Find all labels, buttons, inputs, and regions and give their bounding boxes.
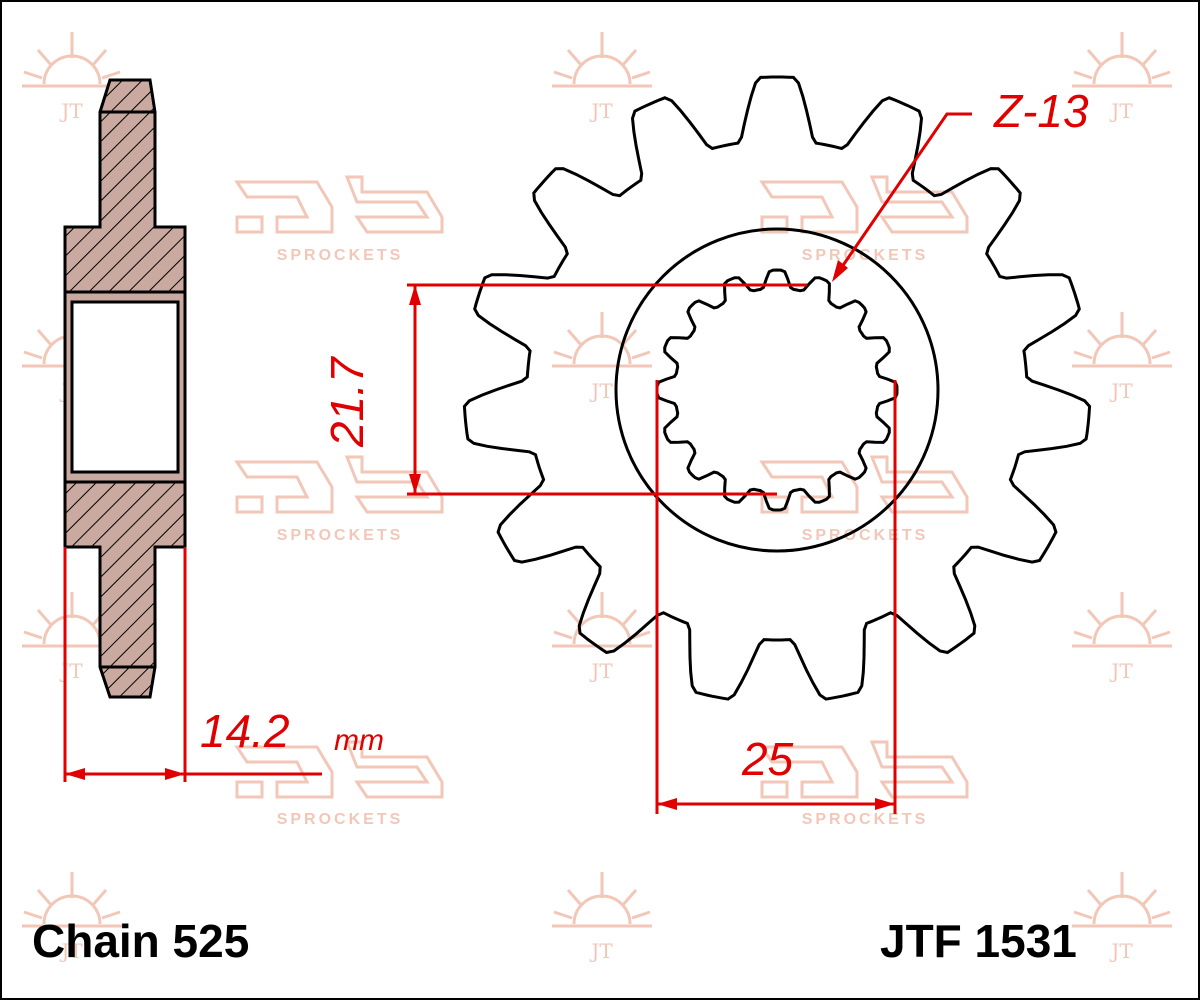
svg-text:SPROCKETS: SPROCKETS (277, 527, 404, 544)
watermark-text: SPROCKETS (277, 247, 404, 264)
spline-width-dimension: 25 (742, 733, 794, 785)
bore-height-dimension: 21.7 (321, 357, 373, 447)
svg-text:SPROCKETS: SPROCKETS (277, 811, 404, 828)
dimensions (63, 112, 972, 814)
svg-text:SPROCKETS: SPROCKETS (802, 527, 929, 544)
tooth-count-label: Z-13 (994, 85, 1089, 137)
chain-size: Chain 525 (32, 915, 250, 967)
side-view (63, 78, 187, 699)
sprocket-outline (462, 75, 1092, 701)
hub-width-unit: mm (334, 724, 384, 757)
hub-width-dimension: 14.2 (200, 705, 290, 757)
svg-text:SPROCKETS: SPROCKETS (802, 811, 929, 828)
part-number: JTF 1531 (880, 915, 1077, 967)
